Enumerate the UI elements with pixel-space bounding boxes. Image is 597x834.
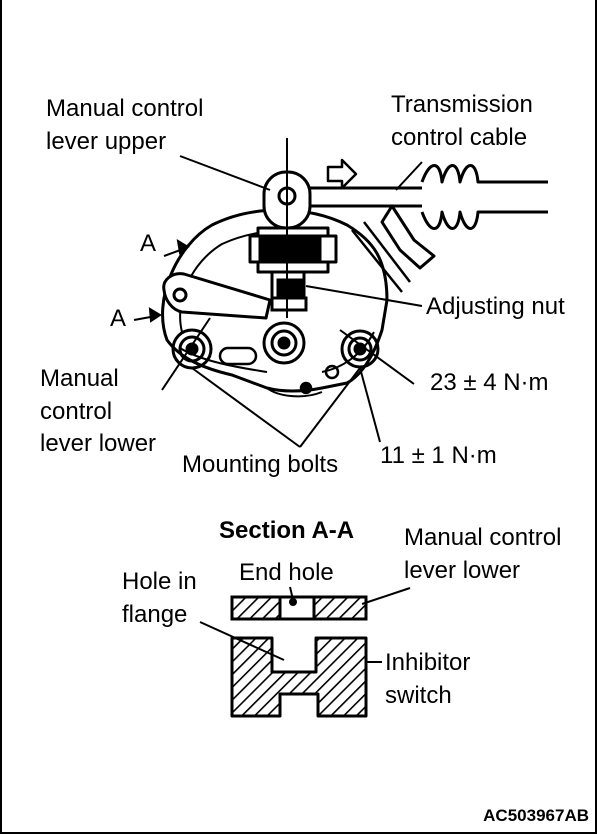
section-title: Section A-A (219, 517, 355, 544)
label-manual-control-lever-lower-line3: lever lower (40, 430, 157, 457)
section-inhibitor-switch-profile (230, 636, 368, 718)
section-marker-lower (133, 307, 162, 323)
section-lever-lower-profile (230, 595, 368, 621)
transmission-control-cable (310, 164, 548, 293)
label-mounting-bolts: Mounting bolts (182, 451, 339, 478)
label-transmission-control-cable-line2: control cable (391, 124, 528, 151)
label-adjusting-nut: Adjusting nut (426, 293, 565, 320)
label-inhibitor-switch-line2: switch (385, 682, 452, 709)
section-leader-lines (199, 586, 411, 663)
label-torque-adjusting-nut: 23 ± 4 N·m (430, 369, 549, 396)
section-marker-upper (163, 239, 190, 257)
label-manual-control-lever-upper-line2: lever upper (46, 128, 167, 155)
label-transmission-control-cable-line1: Transmission (391, 91, 533, 118)
label-section-mark-a-upper: A (140, 230, 157, 257)
mounting-bolt-left (171, 328, 213, 370)
label-section-mark-a-lower: A (110, 305, 127, 332)
label-hole-in-flange-line2: flange (122, 601, 188, 628)
figure-code: AC503967AB (483, 806, 589, 825)
label-hole-in-flange-line1: Hole in (122, 568, 197, 595)
label-section-manual-control-lever-lower-line1: Manual control (404, 524, 562, 551)
direction-arrow-icon (326, 158, 358, 190)
mounting-bolt-center (262, 321, 306, 365)
mounting-slot (218, 346, 340, 395)
label-manual-control-lever-lower-line1: Manual (40, 365, 119, 392)
label-torque-mounting-bolts: 11 ± 1 N·m (380, 442, 497, 469)
label-section-manual-control-lever-lower-line2: lever lower (404, 557, 521, 584)
manual-control-lever-lower (162, 272, 272, 320)
label-manual-control-lever-upper-line1: Manual control (46, 95, 204, 122)
label-end-hole: End hole (239, 559, 334, 586)
adjusting-nut (270, 278, 308, 312)
leader-lines (161, 155, 423, 448)
label-inhibitor-switch-line1: Inhibitor (385, 649, 471, 676)
label-manual-control-lever-lower-line2: control (40, 398, 113, 425)
